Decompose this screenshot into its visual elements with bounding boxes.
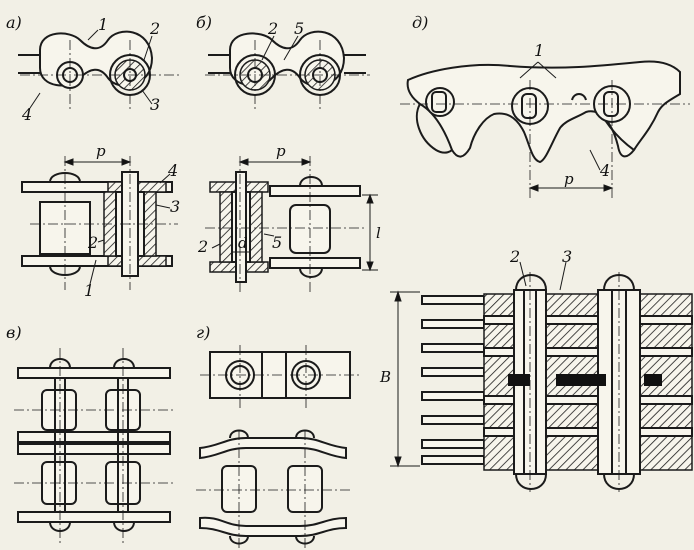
panel-g-cranked-link-plan [196,429,350,548]
part-number-3-a-plan: 3 [170,197,180,216]
part-number-2-b-top: 2 [267,19,278,38]
panel-v-double-row-chain [14,348,176,546]
part-number-2-b-plan: 2 [197,237,208,256]
panel-g-side-view [200,345,360,408]
panel-d-toothed-chain-side [400,60,690,198]
width-label-section: B [379,368,391,386]
panel-b-link-side-view [205,30,370,110]
panel-b-plan-view [205,156,378,292]
part-number-4-a-plan: 4 [167,161,178,180]
part-number-1-a-plan: 1 [84,281,94,300]
part-number-3-a-top: 3 [150,95,160,114]
panel-a-plan-view [21,156,178,290]
part-number-5-b-top: 5 [294,19,304,38]
part-number-1-a-top: 1 [98,15,108,34]
part-number-2-section: 2 [509,247,520,266]
panel-label-b: б) [196,13,212,32]
part-number-4-a-top: 4 [21,105,32,124]
toothed-chain-cross-section [390,261,693,492]
panel-label-g: г) [196,323,210,342]
panel-label-d: д) [412,13,428,32]
diameter-label-b: d [238,234,248,252]
panel-label-a: а) [6,13,22,32]
pitch-label-d: p [564,170,574,188]
pitch-label-a: p [96,142,106,160]
panel-label-v: в) [6,323,22,342]
part-number-3-section: 3 [562,247,572,266]
part-number-5-b-plan: 5 [272,233,282,252]
panel-a-link-side-view [18,29,180,110]
part-number-2-a-plan: 2 [87,233,98,252]
part-number-2-a-top: 2 [149,19,160,38]
part-number-1-d: 1 [534,41,544,60]
length-label-b: l [376,224,381,242]
part-number-4-d: 4 [599,161,610,180]
pitch-label-b: p [276,142,286,160]
